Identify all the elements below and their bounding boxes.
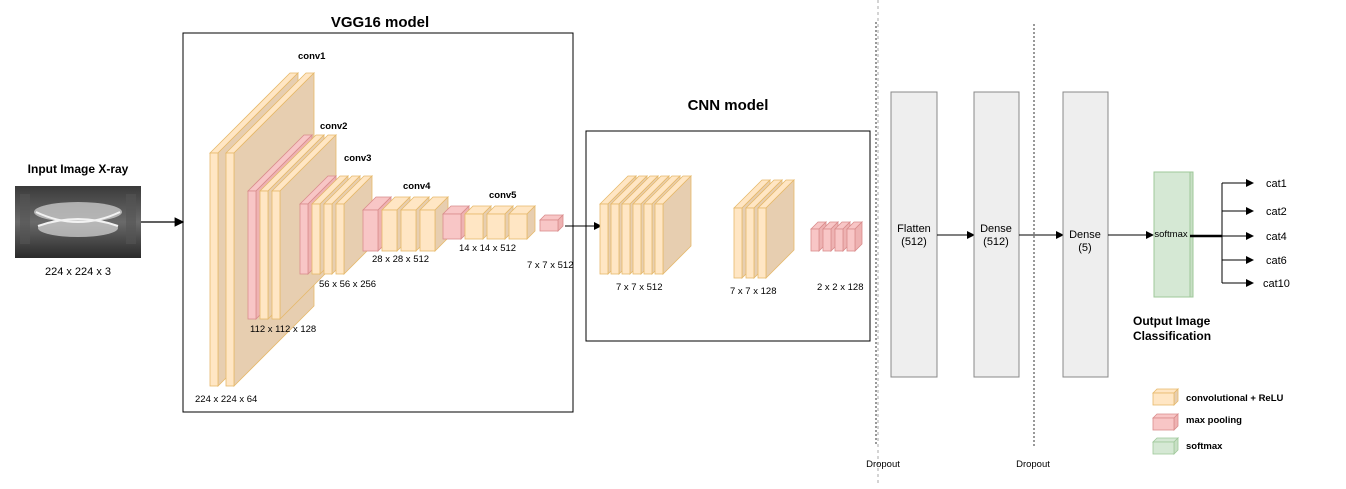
conv4-label: conv4 — [403, 181, 431, 192]
cnn-title: CNN model — [688, 97, 769, 114]
flatten-name: Flatten — [897, 223, 931, 235]
vgg-container — [182, 32, 574, 413]
cnn-conv1-slab-6 — [654, 175, 692, 275]
legend-pool-label: max pooling — [1186, 415, 1242, 426]
xray-image — [15, 186, 141, 258]
softmax-layer: softmax — [1153, 171, 1194, 298]
dense2-layer: Dense (5) — [1062, 91, 1109, 378]
output-connectors — [1190, 179, 1254, 287]
class-label-1: cat1 — [1266, 178, 1287, 190]
output-title-line1: Output Image — [1133, 314, 1211, 328]
cnn-conv2-slab-3 — [757, 179, 795, 279]
legend: convolutional + ReLU max pooling softmax — [1152, 388, 1284, 455]
cnn-container — [585, 130, 871, 342]
dense1-units: (512) — [983, 236, 1009, 248]
cnn-layer3-size: 2 x 2 x 128 — [817, 282, 863, 293]
output-title-line2: Classification — [1133, 329, 1211, 343]
conv1-label: conv1 — [298, 51, 326, 62]
legend-softmax-swatch — [1152, 437, 1179, 455]
flatten-units: (512) — [901, 236, 927, 248]
vgg-layers — [209, 72, 564, 387]
cnn-pool-slab-4 — [846, 221, 863, 252]
class-label-4: cat6 — [1266, 255, 1287, 267]
conv4-size: 28 x 28 x 512 — [372, 254, 429, 265]
conv2-label: conv2 — [320, 121, 347, 132]
conv5-size: 14 x 14 x 512 — [459, 243, 516, 254]
dropout-label-1: Dropout — [866, 459, 900, 470]
class-label-5: cat10 — [1263, 278, 1290, 290]
flatten-layer: Flatten (512) — [890, 91, 938, 378]
legend-conv-swatch — [1152, 388, 1179, 406]
conv1-size: 224 x 224 x 64 — [195, 394, 257, 405]
cnn-layers — [599, 175, 863, 279]
dense2-name: Dense — [1069, 229, 1101, 241]
pool-out-size: 7 x 7 x 512 — [527, 260, 573, 271]
dense1-name: Dense — [980, 223, 1012, 235]
conv3-size: 56 x 56 x 256 — [319, 279, 376, 290]
conv3-label: conv3 — [344, 153, 371, 164]
vgg-title: VGG16 model — [331, 14, 429, 31]
legend-conv-label: convolutional + ReLU — [1186, 393, 1284, 404]
conv2-size: 112 x 112 x 128 — [250, 324, 316, 335]
legend-pool-swatch — [1152, 413, 1179, 431]
input-title: Input Image X-ray — [28, 162, 129, 176]
dense2-units: (5) — [1078, 242, 1091, 254]
vgg-final-pool-slab — [539, 214, 564, 232]
input-size-label: 224 x 224 x 3 — [45, 266, 111, 278]
class-label-3: cat4 — [1266, 231, 1287, 243]
cnn-layer1-size: 7 x 7 x 512 — [616, 282, 662, 293]
conv5-slab-3 — [508, 205, 536, 240]
class-label-2: cat2 — [1266, 206, 1287, 218]
legend-softmax-label: softmax — [1186, 441, 1223, 452]
conv5-label: conv5 — [489, 190, 517, 201]
cnn-layer2-size: 7 x 7 x 128 — [730, 286, 776, 297]
dropout-label-2: Dropout — [1016, 459, 1050, 470]
softmax-label: softmax — [1154, 229, 1188, 240]
dense1-layer: Dense (512) — [973, 91, 1020, 378]
